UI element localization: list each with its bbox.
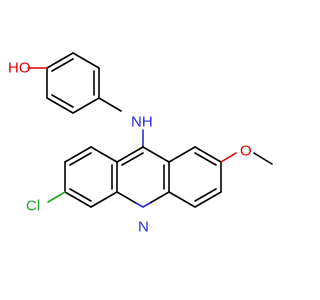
aryl-nh-bond [98, 97, 122, 112]
cl-bond [47, 191, 66, 203]
acridine-left-ring [64, 146, 118, 208]
phenol-ring [46, 52, 100, 114]
methyl-bond [253, 152, 273, 165]
hydroxyl-label: HO [8, 60, 31, 77]
acridine-right-ring [168, 146, 222, 208]
molecule-structure: HO NH N Cl O [8, 52, 273, 236]
acridine-central-ring [116, 146, 170, 208]
amine-label: NH [131, 114, 153, 131]
chlorine-label: Cl [26, 198, 40, 215]
ring-nitrogen-label: N [138, 219, 149, 236]
methoxy-oxygen-label: O [240, 143, 252, 160]
methoxy-o-bond [220, 152, 237, 163]
